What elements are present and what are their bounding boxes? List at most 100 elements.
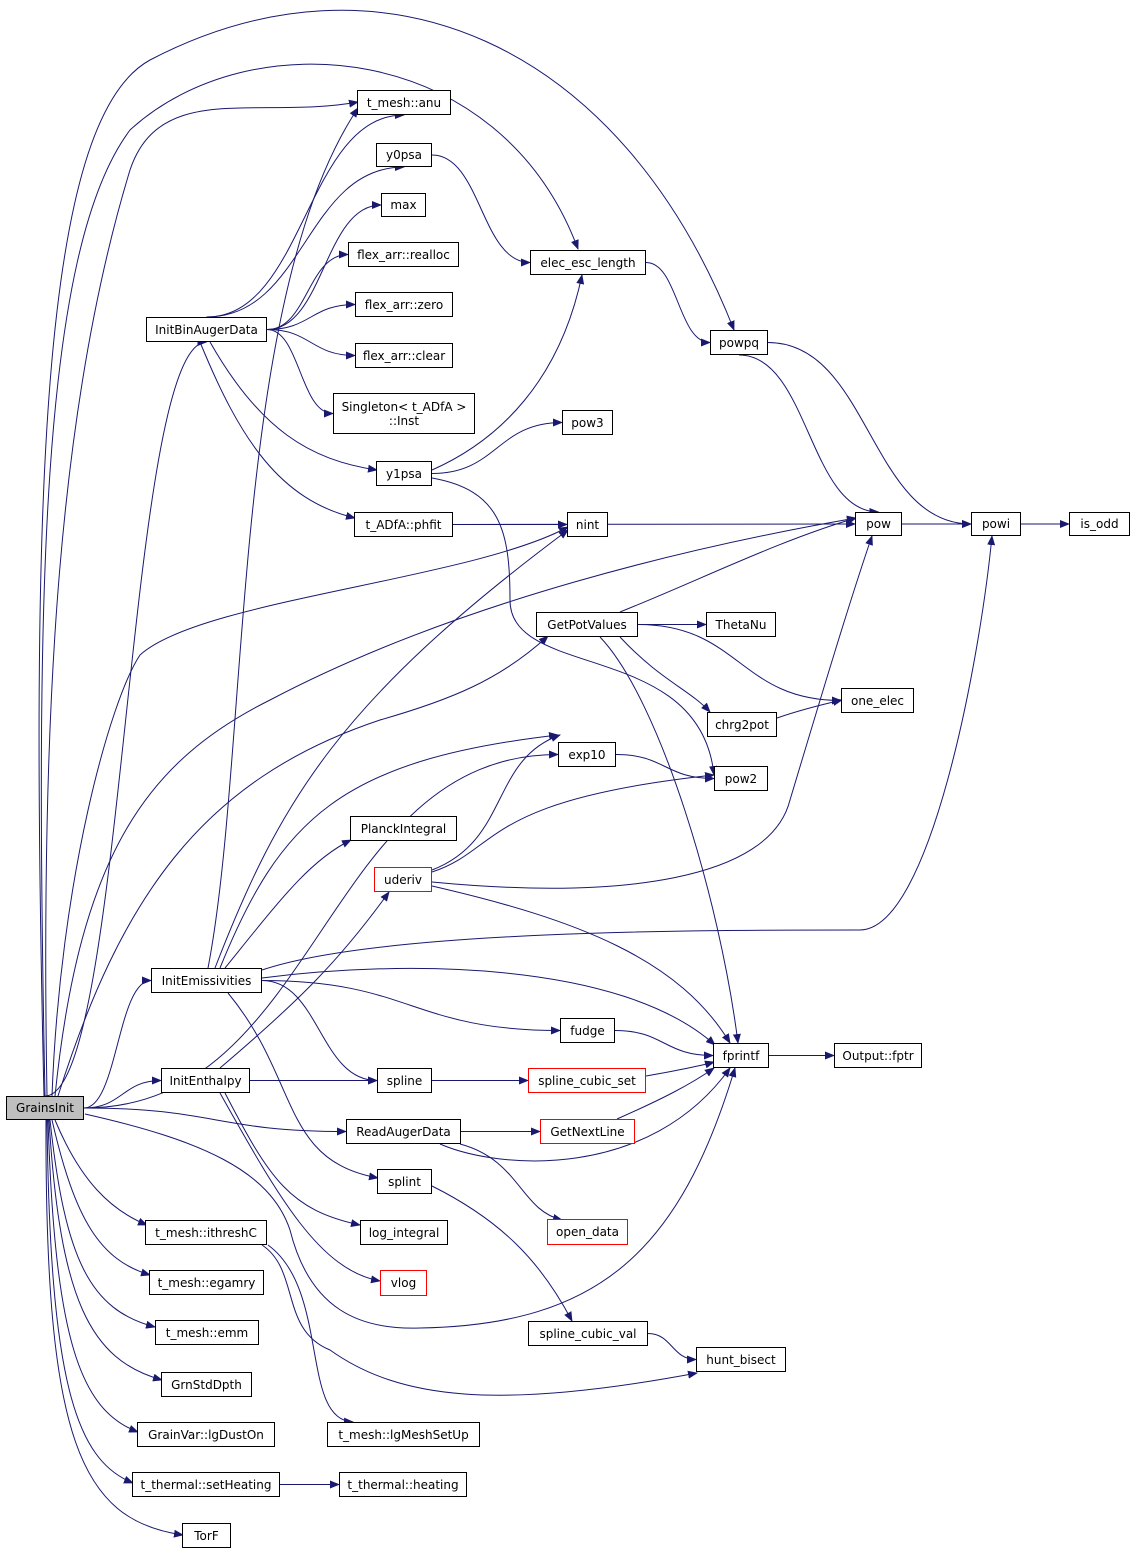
node-flex_realloc[interactable]: flex_arr::realloc [348,242,459,267]
edge-getpot-to-chrg2pot [619,636,711,713]
edge-grainsinit-to-grnstddpth [48,1119,163,1382]
edge-initemiss-to-fudge [261,980,561,1035]
node-vlog[interactable]: vlog [380,1270,427,1296]
node-one_elec[interactable]: one_elec [841,688,914,713]
edge-powpq-to-pow [738,354,880,516]
edge-uderiv-to-fprintf [431,885,731,1044]
node-spline_cubic_val[interactable]: spline_cubic_val [528,1321,648,1346]
node-egamry[interactable]: t_mesh::egamry [149,1270,264,1295]
node-is_odd[interactable]: is_odd [1069,512,1130,536]
edge-initbinauger-to-phfit [199,341,356,520]
edge-getpot-to-pow [619,516,857,613]
node-powi[interactable]: powi [971,512,1021,536]
node-initemiss[interactable]: InitEmissivities [151,968,262,993]
edge-grainsinit-to-powpq [38,9,735,1097]
node-open_data[interactable]: open_data [547,1219,628,1245]
node-initenth[interactable]: InitEnthalpy [161,1068,250,1093]
node-readauger[interactable]: ReadAugerData [346,1119,461,1144]
node-getpot[interactable]: GetPotValues [536,612,638,637]
edge-initenth-to-log_integral [224,1092,361,1228]
edge-y1psa-to-elec_esc [431,274,585,471]
edge-initemiss-to-t_mesh_anu [207,107,359,969]
node-y1psa[interactable]: y1psa [376,461,432,486]
edge-y0psa-to-elec_esc [431,154,531,267]
node-lgmesh[interactable]: t_mesh::lgMeshSetUp [327,1422,480,1447]
node-fudge[interactable]: fudge [560,1018,615,1043]
node-max[interactable]: max [381,193,426,217]
edge-initenth-to-uderiv [219,891,390,1069]
edge-initbinauger-to-y0psa [206,163,405,318]
edge-grainsinit-to-exp10 [83,750,559,1109]
node-torf[interactable]: TorF [182,1523,231,1548]
edge-grainsinit-to-ithreshc [54,1119,148,1226]
node-uderiv[interactable]: uderiv [374,867,432,892]
node-phfit[interactable]: t_ADfA::phfit [354,512,453,537]
edge-grainsinit-to-elec_esc [40,63,579,1097]
node-powpq[interactable]: powpq [710,330,768,355]
node-y0psa[interactable]: y0psa [376,143,432,167]
edge-uderiv-to-pow [431,535,873,889]
edge-y1psa-to-pow3 [431,418,563,474]
edge-getpot-to-one_elec [637,624,842,705]
edge-grainsinit-to-fprintf [84,1067,737,1329]
node-nint[interactable]: nint [567,512,608,537]
edge-getpot-to-fprintf [599,636,741,1044]
edge-grainsinit-to-nint [51,526,569,1097]
node-output_fptr[interactable]: Output::fptr [834,1043,922,1068]
edge-getnextline-to-fprintf [616,1067,715,1120]
node-hunt_bisect[interactable]: hunt_bisect [696,1347,786,1372]
node-exp10[interactable]: exp10 [558,742,616,767]
node-grainsinit[interactable]: GrainsInit [6,1096,84,1120]
node-pow[interactable]: pow [855,512,902,536]
node-spline[interactable]: spline [377,1068,432,1093]
edge-grainsinit-to-initenth [83,1076,162,1109]
node-planck[interactable]: PlanckIntegral [350,816,457,841]
node-initbinauger[interactable]: InitBinAugerData [146,317,267,342]
edge-grainsinit-to-torf [45,1119,184,1538]
node-getnextline[interactable]: GetNextLine [540,1119,635,1144]
edge-initbinauger-to-max [266,201,382,330]
edge-initbinauger-to-t_mesh_anu [206,111,405,318]
node-pow2[interactable]: pow2 [714,766,768,791]
node-heating[interactable]: t_thermal::heating [339,1472,467,1497]
node-emm[interactable]: t_mesh::emm [155,1320,259,1345]
node-flex_clear[interactable]: flex_arr::clear [355,343,453,368]
node-log_integral[interactable]: log_integral [360,1220,448,1245]
edge-grainsinit-to-initemiss [83,976,152,1109]
edge-initemiss-to-powi [261,535,996,971]
edge-spline_cubic_set-to-fprintf [645,1060,715,1077]
edge-exp10-to-pow2 [615,754,715,783]
node-flex_zero[interactable]: flex_arr::zero [355,292,453,317]
edge-phfit-to-pow [452,520,856,529]
node-elec_esc[interactable]: elec_esc_length [530,250,646,275]
edge-initbinauger-to-flex_clear [266,329,356,360]
edge-readauger-to-fprintf [439,1067,731,1162]
edge-readauger-to-open_data [459,1143,563,1222]
node-fprintf[interactable]: fprintf [713,1043,769,1068]
node-ithreshc[interactable]: t_mesh::ithreshC [145,1220,267,1245]
edge-layer [38,9,1070,1538]
node-grnstddpth[interactable]: GrnStdDpth [161,1372,252,1397]
edge-fudge-to-fprintf [614,1030,714,1060]
node-pow3[interactable]: pow3 [562,410,613,435]
node-spline_cubic_set[interactable]: spline_cubic_set [528,1068,646,1093]
edge-grainsinit-to-pow [54,515,857,1097]
node-thetanu[interactable]: ThetaNu [706,612,776,637]
edge-initbinauger-to-singleton [266,329,334,418]
edge-powpq-to-powi [767,342,972,528]
node-t_mesh_anu[interactable]: t_mesh::anu [357,90,451,115]
edge-initemiss-to-nint [214,529,569,969]
edge-grainsinit-to-getpot [57,635,549,1097]
node-splint[interactable]: splint [377,1169,432,1194]
edge-grainsinit-to-initbinauger [44,338,208,1097]
edge-spline_cubic_val-to-hunt_bisect [647,1333,697,1364]
edge-initemiss-to-exp10 [219,732,559,969]
edge-grainsinit-to-lgdust [47,1119,139,1433]
node-chrg2pot[interactable]: chrg2pot [707,712,777,737]
edge-uderiv-to-exp10 [431,734,561,871]
edge-grainsinit-to-t_mesh_anu [45,99,359,1097]
node-setheating[interactable]: t_thermal::setHeating [132,1472,280,1497]
node-lgdust[interactable]: GrainVar::lgDustOn [137,1422,275,1447]
node-singleton[interactable]: Singleton< t_ADfA > ::Inst [333,393,475,434]
